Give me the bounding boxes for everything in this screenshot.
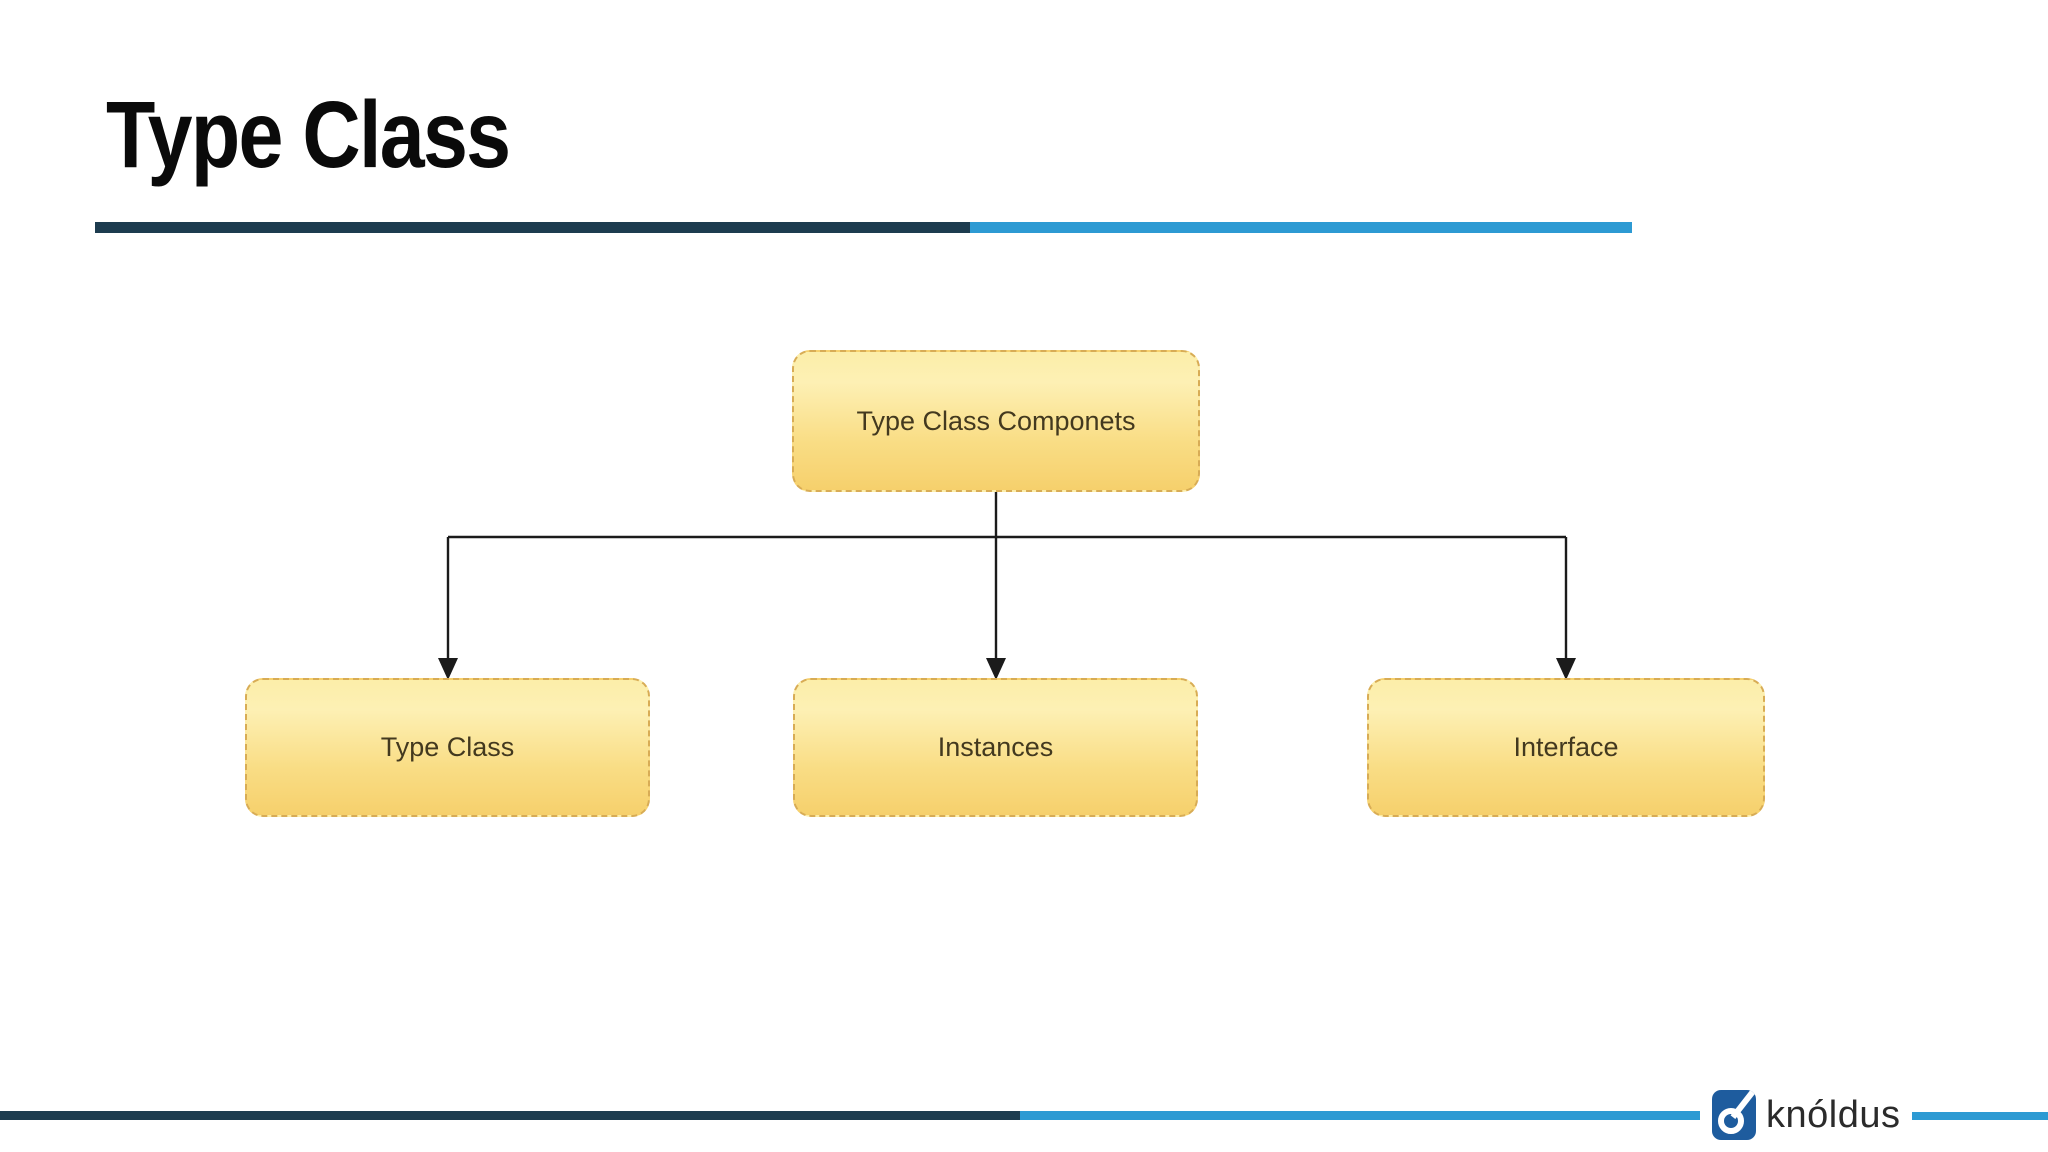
footer-rule-blue-right-segment: [1912, 1112, 2048, 1120]
arrowhead-right-icon: [1556, 658, 1576, 680]
page-title: Type Class: [106, 82, 511, 188]
title-rule-dark-segment: [95, 222, 970, 233]
node-instances[interactable]: Instances: [793, 678, 1198, 817]
node-label: Type Class: [380, 732, 515, 762]
logo-accent-shape: [1730, 1090, 1756, 1120]
title-rule-blue-segment: [970, 222, 1632, 233]
node-label: Type Class Componets: [856, 405, 1136, 436]
node-interface[interactable]: Interface: [1367, 678, 1765, 817]
node-label: Interface: [1513, 732, 1619, 762]
knoldus-o-icon: [1712, 1090, 1756, 1140]
footer-rule-dark-segment: [0, 1111, 1020, 1120]
node-label: Instances: [937, 732, 1054, 762]
brand-name: knóldus: [1766, 1094, 1901, 1136]
node-type-class[interactable]: Type Class: [245, 678, 650, 817]
arrowhead-middle-icon: [986, 658, 1006, 680]
logo-ring-shape: [1718, 1108, 1744, 1134]
footer-rule-blue-segment: [1020, 1111, 1700, 1120]
arrowhead-left-icon: [438, 658, 458, 680]
node-type-class-components[interactable]: Type Class Componets: [792, 350, 1200, 492]
